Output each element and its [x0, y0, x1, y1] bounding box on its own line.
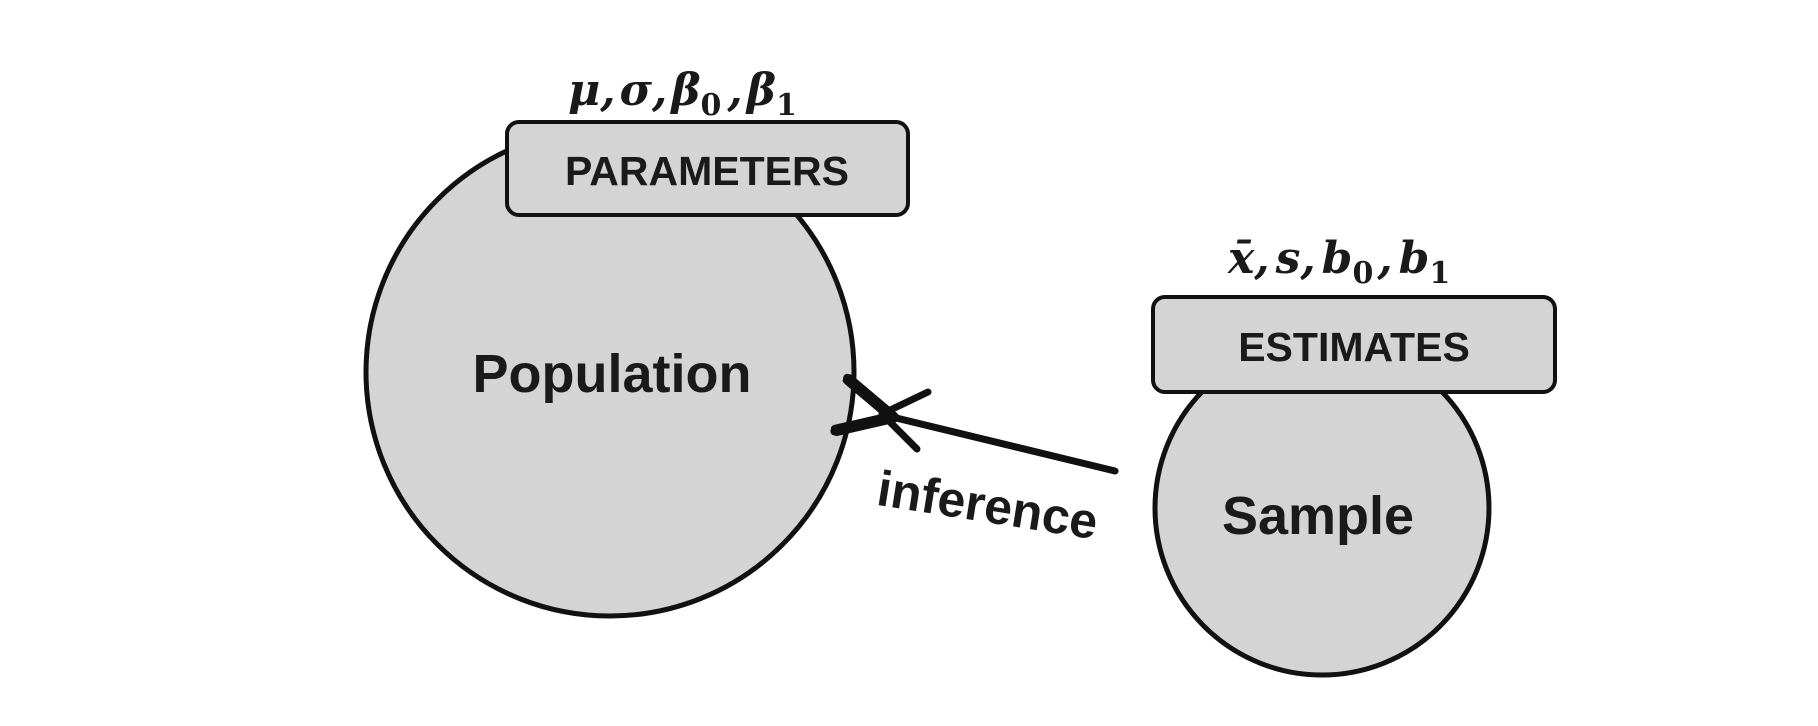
sample-label: Sample [1222, 486, 1414, 546]
population-label: Population [473, 344, 752, 404]
inference-label: inference [873, 460, 1101, 550]
comma-5: , [1299, 233, 1315, 284]
sigma-symbol: σ [620, 65, 653, 116]
parameters-label: PARAMETERS [565, 148, 849, 194]
comma-2: , [651, 65, 667, 116]
comma-1: , [599, 65, 615, 116]
b0-subscript: 0 [1352, 256, 1373, 291]
comma-6: , [1376, 233, 1392, 284]
beta1-symbol: β [745, 65, 776, 116]
parameters-box [505, 120, 910, 217]
estimates-label: ESTIMATES [1238, 324, 1470, 370]
estimates-symbols: x̄,s,b0,b1 [1227, 233, 1450, 291]
comma-3: , [726, 65, 742, 116]
comma-4: , [1253, 233, 1269, 284]
s-symbol: s [1275, 233, 1301, 284]
inference-arrowhead [878, 388, 932, 453]
b0-symbol: b [1322, 233, 1353, 284]
beta1-subscript: 1 [776, 88, 797, 123]
b1-subscript: 1 [1429, 256, 1450, 291]
xbar-symbol: x̄ [1227, 233, 1255, 284]
mu-symbol: μ [568, 65, 600, 116]
beta0-subscript: 0 [701, 88, 722, 123]
b1-symbol: b [1399, 233, 1430, 284]
parameters-symbols: μ,σ,β0,β1 [568, 65, 797, 123]
inference-arrow [888, 416, 1119, 475]
estimates-box [1151, 295, 1557, 394]
beta0-symbol: β [669, 65, 700, 116]
